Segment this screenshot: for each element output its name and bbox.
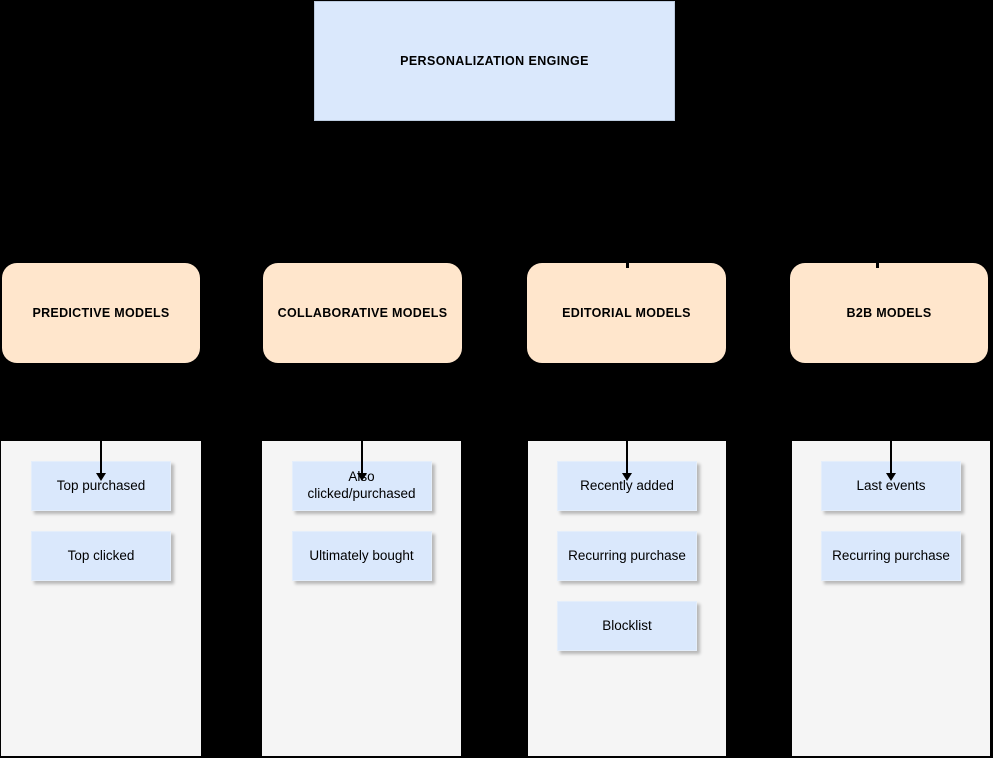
group-predictive-models: Top purchased Top clicked	[1, 441, 201, 756]
down-arrow-icon	[886, 441, 896, 481]
arrow-shaft	[360, 441, 363, 473]
group-editorial-models: Recently added Recurring purchase Blockl…	[528, 441, 726, 756]
group-collaborative-models: Also clicked/purchased Ultimately bought	[262, 441, 461, 756]
node-label: COLLABORATIVE MODELS	[277, 306, 448, 320]
connector-notch	[625, 263, 629, 268]
arrow-head	[622, 473, 632, 481]
node-label: B2B MODELS	[846, 306, 932, 320]
node-ultimately-bought[interactable]: Ultimately bought	[291, 531, 432, 581]
node-top-clicked[interactable]: Top clicked	[31, 531, 171, 581]
node-b2b-models[interactable]: B2B MODELS	[790, 263, 988, 363]
node-blocklist[interactable]: Blocklist	[557, 601, 697, 651]
down-arrow-icon	[96, 441, 106, 481]
node-label: PERSONALIZATION ENGINGE	[400, 54, 589, 68]
node-editorial-models[interactable]: EDITORIAL MODELS	[527, 263, 726, 363]
connector-notch	[876, 263, 879, 268]
down-arrow-icon	[356, 441, 367, 481]
node-label: EDITORIAL MODELS	[562, 306, 691, 320]
down-arrow-icon	[622, 441, 632, 481]
group-b2b-models: Last events Recurring purchase	[792, 441, 990, 756]
node-collaborative-models[interactable]: COLLABORATIVE MODELS	[263, 263, 462, 363]
arrow-shaft	[890, 441, 892, 473]
arrow-shaft	[626, 441, 628, 473]
node-label: PREDICTIVE MODELS	[32, 306, 170, 320]
node-recurring-purchase[interactable]: Recurring purchase	[821, 531, 961, 581]
node-personalization-engine[interactable]: PERSONALIZATION ENGINGE	[314, 1, 675, 121]
arrow-head	[356, 473, 367, 481]
arrow-head	[96, 473, 106, 481]
arrow-shaft	[100, 441, 102, 473]
node-recurring-purchase[interactable]: Recurring purchase	[557, 531, 697, 581]
node-predictive-models[interactable]: PREDICTIVE MODELS	[2, 263, 200, 363]
arrow-head	[886, 473, 896, 481]
